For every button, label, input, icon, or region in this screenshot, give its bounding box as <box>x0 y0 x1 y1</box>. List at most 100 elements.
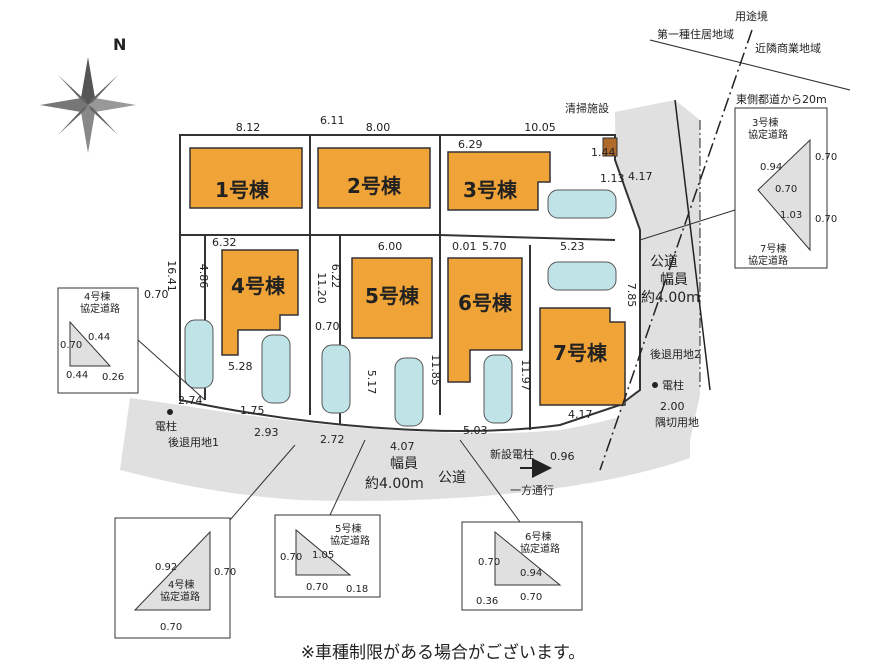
svg-text:8.12: 8.12 <box>236 121 261 134</box>
svg-text:6.32: 6.32 <box>212 236 237 249</box>
zone-divider <box>649 39 851 91</box>
building-1 <box>189 147 303 209</box>
svg-text:4.17: 4.17 <box>568 408 593 421</box>
cleaning-facility-label: 清掃施設 <box>565 101 609 115</box>
svg-text:11.85: 11.85 <box>429 354 442 386</box>
svg-text:5.17: 5.17 <box>365 370 378 395</box>
svg-text:16.41: 16.41 <box>165 260 178 292</box>
svg-text:0.92: 0.92 <box>155 562 177 573</box>
svg-text:0.70: 0.70 <box>315 320 340 333</box>
svg-text:5.23: 5.23 <box>560 240 585 253</box>
svg-text:5.70: 5.70 <box>482 240 507 253</box>
svg-text:6.11: 6.11 <box>320 114 345 127</box>
svg-text:0.70: 0.70 <box>520 592 542 603</box>
svg-text:6.22: 6.22 <box>329 264 342 289</box>
inset-6: 6号棟 協定道路 0.70 0.94 0.36 0.70 <box>461 521 583 611</box>
building-1-label: 1号棟 <box>215 178 270 202</box>
south-road-width-label: 幅員 <box>390 456 418 472</box>
svg-text:2.74: 2.74 <box>178 394 203 407</box>
buildings <box>189 147 626 406</box>
svg-text:8.00: 8.00 <box>366 121 391 134</box>
svg-text:0.70: 0.70 <box>478 557 500 568</box>
building-2 <box>317 147 431 209</box>
svg-text:N: N <box>113 35 126 54</box>
svg-text:0.26: 0.26 <box>102 372 124 383</box>
south-road-width-value: 約4.00m <box>365 476 424 492</box>
svg-text:0.70: 0.70 <box>144 288 169 301</box>
svg-text:7.85: 7.85 <box>625 283 638 308</box>
inset-4b: 4号棟 協定道路 0.92 0.70 0.70 <box>114 517 236 639</box>
building-4 <box>221 249 299 356</box>
svg-text:11.97: 11.97 <box>519 359 532 391</box>
car-icon <box>261 334 291 404</box>
svg-text:0.70: 0.70 <box>280 552 302 563</box>
svg-text:0.70: 0.70 <box>775 184 797 195</box>
svg-text:0.70: 0.70 <box>160 622 182 633</box>
utility-pole-right-label: 電柱 <box>662 378 684 392</box>
svg-text:協定道路: 協定道路 <box>80 302 120 315</box>
svg-text:協定道路: 協定道路 <box>330 534 370 547</box>
svg-text:4.86: 4.86 <box>197 264 210 289</box>
svg-text:0.18: 0.18 <box>346 584 368 595</box>
car-icon <box>321 344 351 414</box>
svg-text:協定道路: 協定道路 <box>520 542 560 555</box>
car-icon <box>483 354 513 424</box>
zoning-boundary <box>599 29 753 471</box>
east-road-width-value: 約4.00m <box>641 290 700 306</box>
svg-text:10.05: 10.05 <box>524 121 556 134</box>
zone-boundary-label: 用途境 <box>735 9 768 23</box>
svg-text:5.28: 5.28 <box>228 360 253 373</box>
map-labels: 用途境 第一種住居地域 近隣商業地域 東側都道から20m 清掃施設 公道 幅員 … <box>155 9 827 497</box>
svg-text:0.44: 0.44 <box>88 332 110 343</box>
footnote: ※車種制限がある場合がございます。 <box>301 642 586 663</box>
svg-text:0.94: 0.94 <box>520 568 542 579</box>
car-icon <box>394 357 424 427</box>
zone-1-label: 第一種住居地域 <box>657 27 734 41</box>
svg-text:0.70: 0.70 <box>815 152 837 163</box>
svg-text:4号棟: 4号棟 <box>168 578 194 591</box>
callout-lines <box>137 209 736 523</box>
svg-text:7号棟: 7号棟 <box>760 242 786 255</box>
svg-text:1.03: 1.03 <box>780 210 802 221</box>
east-road-edge <box>674 99 711 391</box>
building-4-label: 4号棟 <box>231 274 286 298</box>
east-road-label: 東側都道から20m <box>736 92 827 106</box>
cleaning-facility <box>602 137 618 157</box>
compass-icon: N <box>40 35 136 153</box>
car-icon <box>547 261 617 291</box>
svg-text:0.70: 0.70 <box>815 214 837 225</box>
svg-text:0.36: 0.36 <box>476 596 498 607</box>
svg-text:0.01: 0.01 <box>452 240 477 253</box>
svg-text:0.70: 0.70 <box>306 582 328 593</box>
svg-text:4号棟: 4号棟 <box>84 290 110 303</box>
dimension-labels: 8.12 6.11 8.00 10.05 6.29 1.44 1.13 4.17… <box>144 114 685 463</box>
svg-text:1.44: 1.44 <box>591 146 616 159</box>
setback-land-1-label: 後退用地1 <box>168 435 219 449</box>
svg-text:11.20: 11.20 <box>315 272 328 304</box>
car-icon <box>184 319 214 389</box>
corner-cut-label: 隅切用地 <box>655 416 699 429</box>
svg-text:6.29: 6.29 <box>458 138 483 151</box>
svg-text:4.07: 4.07 <box>390 440 415 453</box>
svg-text:0.70: 0.70 <box>60 340 82 351</box>
building-6-label: 6号棟 <box>458 291 513 315</box>
building-3-label: 3号棟 <box>463 178 518 202</box>
inset-4a: 4号棟 協定道路 0.44 0.70 0.44 0.26 <box>57 287 139 394</box>
svg-text:3号棟: 3号棟 <box>752 116 778 129</box>
building-7 <box>539 307 626 406</box>
inset-5: 5号棟 協定道路 0.70 1.05 0.70 0.18 <box>274 514 381 598</box>
utility-pole-left-label: 電柱 <box>155 419 177 433</box>
svg-text:2.00: 2.00 <box>660 400 685 413</box>
setback-land-2-label: 後退用地2 <box>650 347 701 361</box>
building-5-label: 5号棟 <box>365 284 420 308</box>
one-way-label: 一方通行 <box>510 483 554 497</box>
svg-text:2.72: 2.72 <box>320 433 345 446</box>
svg-text:協定道路: 協定道路 <box>748 254 788 267</box>
svg-text:4.17: 4.17 <box>628 170 653 183</box>
building-7-label: 7号棟 <box>553 341 608 365</box>
building-6 <box>447 257 523 383</box>
svg-text:協定道路: 協定道路 <box>748 128 788 141</box>
svg-text:1.75: 1.75 <box>240 404 265 417</box>
building-3 <box>447 151 551 211</box>
